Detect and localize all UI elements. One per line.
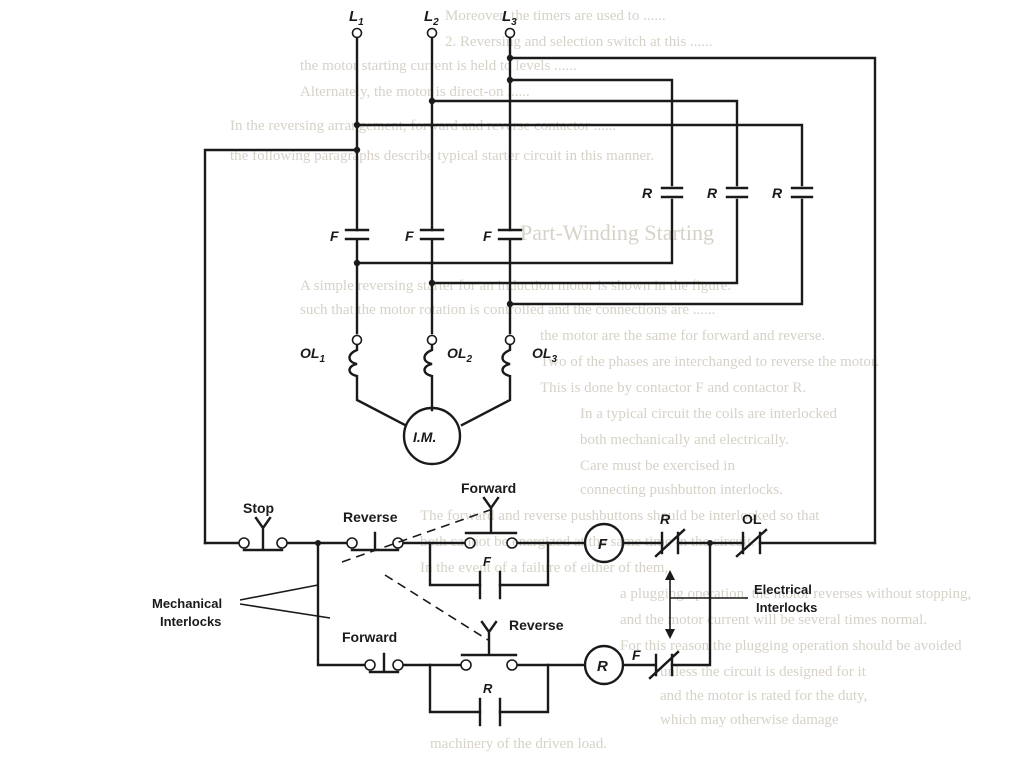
bg-text-line: such that the motor rotation is controll… [300, 302, 715, 318]
bg-text-line: and the motor current will be several ti… [620, 612, 927, 628]
label-ol3: OL3 [532, 345, 557, 365]
bg-text-line: A simple reversing starter for an induct… [300, 278, 731, 294]
power-circuit: L1 L2 L3 R R R F F F [203, 8, 877, 545]
stop-pushbutton: Stop [238, 500, 288, 552]
r-return-l1 [355, 198, 674, 265]
bg-text-line: which may otherwise damage [660, 712, 839, 728]
bottom-rung-right [670, 541, 712, 667]
r-contact-label: R [772, 185, 783, 201]
ol2-terminal [426, 334, 438, 346]
forward-label-top: Forward [461, 480, 516, 496]
control-return-wire [203, 148, 359, 545]
f-nc-interlock: F [632, 647, 680, 680]
forward-no-pushbutton: Forward [461, 480, 518, 549]
bg-text-line: In a typical circuit the coils are inter… [580, 406, 837, 422]
mechanical-interlocks-label-1: Mechanical [152, 596, 222, 611]
bg-text-line: both mechanically and electrically. [580, 432, 789, 448]
bg-text-line: For this reason the plugging operation s… [620, 638, 962, 654]
r-holding-label: R [483, 681, 493, 696]
label-l2: L2 [424, 8, 439, 28]
f-coil-label: F [598, 536, 608, 553]
ol-label: OL [742, 511, 762, 527]
ol1-heater [348, 343, 407, 427]
bg-text-line: machinery of the driven load. [430, 736, 607, 752]
bg-text-line: the motor starting current is held to le… [300, 58, 577, 74]
label-ol1: OL1 [300, 345, 325, 365]
bg-text-line: both cannot be energized at the same tim… [420, 534, 755, 550]
control-supply-wire [508, 56, 877, 545]
bg-text-line: 2. Reversing and selection switch at thi… [445, 34, 712, 50]
reverse-nc-contact: Reverse [343, 509, 404, 552]
bg-text-line: Moreover, the timers are used to ...... [445, 8, 666, 24]
forward-nc-contact: Forward [342, 629, 404, 674]
r-contacts: R R R [642, 185, 814, 201]
mechanical-interlock-link-bottom [384, 574, 489, 641]
r-tap-l3 [508, 78, 674, 187]
reverse-label-bottom: Reverse [509, 617, 564, 633]
leader-mechanical-2 [239, 603, 331, 619]
ol-contact: OL [735, 511, 768, 558]
bg-text-line: The forward and reverse pushbuttons shou… [420, 508, 820, 524]
r-tap-l2 [430, 99, 739, 187]
electrical-interlocks-label-2: Interlocks [756, 600, 817, 615]
bg-text-line: Care must be exercised in [580, 458, 735, 474]
ol3-terminal [504, 334, 516, 346]
reverse-no-pushbutton: Reverse [460, 617, 564, 671]
bottom-rung-left [316, 541, 366, 667]
mechanical-interlock-link-top [341, 509, 491, 563]
r-contact-label: R [642, 185, 653, 201]
r-holding-contact: R [428, 663, 550, 727]
bg-text-line: the following paragraphs describe typica… [230, 148, 654, 164]
f-contacts: F F F [330, 228, 523, 244]
r-interlock-label: R [660, 511, 671, 527]
bg-text-line: and the motor is rated for the duty, [660, 688, 867, 704]
induction-motor [402, 406, 462, 466]
r-coil-label: R [597, 658, 608, 675]
label-ol2: OL2 [447, 345, 472, 365]
ol3-heater [460, 343, 512, 427]
bg-text-line: Two of the phases are interchanged to re… [540, 354, 879, 370]
r-nc-interlock: R [654, 511, 686, 558]
bg-text-line: unless the circuit is designed for it [660, 664, 867, 680]
motor-label: I.M. [413, 429, 436, 445]
junction-dots [353, 54, 514, 308]
bg-text-line: the motor are the same for forward and r… [540, 328, 825, 344]
r-tap-l1 [355, 123, 804, 187]
f-contact-label: F [405, 228, 414, 244]
r-coil: R [583, 644, 625, 686]
r-return-l2 [430, 198, 739, 285]
f-contact-label: F [483, 228, 492, 244]
bg-text-heading: Part-Winding Starting [520, 220, 714, 245]
control-circuit: Stop Reverse Forward F F [152, 480, 877, 727]
terminal-l1 [351, 27, 363, 39]
r-contact-label: R [707, 185, 718, 201]
bg-text-line: Alternately, the motor is direct-on ....… [300, 84, 530, 100]
mechanical-interlocks-label-2: Interlocks [160, 614, 221, 629]
leader-mechanical-1 [239, 584, 319, 601]
ol1-terminal [351, 334, 363, 346]
label-l1: L1 [349, 8, 364, 28]
forward-label-bottom: Forward [342, 629, 397, 645]
bg-text-line: In the event of a failure of either of t… [420, 560, 668, 576]
stop-label: Stop [243, 500, 274, 516]
bg-text-line: connecting pushbutton interlocks. [580, 482, 783, 498]
f-holding-label: F [483, 554, 492, 569]
f-holding-contact: F [428, 541, 550, 600]
terminal-l2 [426, 27, 438, 39]
f-contact-label: F [330, 228, 339, 244]
f-coil: F [583, 522, 625, 564]
r-return-l3 [508, 198, 804, 306]
reverse-label-top: Reverse [343, 509, 398, 525]
ol2-heater [423, 343, 434, 412]
electrical-interlocks-label-1: Electrical [754, 582, 812, 597]
f-interlock-label: F [632, 647, 641, 663]
bg-text-line: This is done by contactor F and contacto… [540, 380, 806, 396]
label-l3: L3 [502, 8, 517, 28]
